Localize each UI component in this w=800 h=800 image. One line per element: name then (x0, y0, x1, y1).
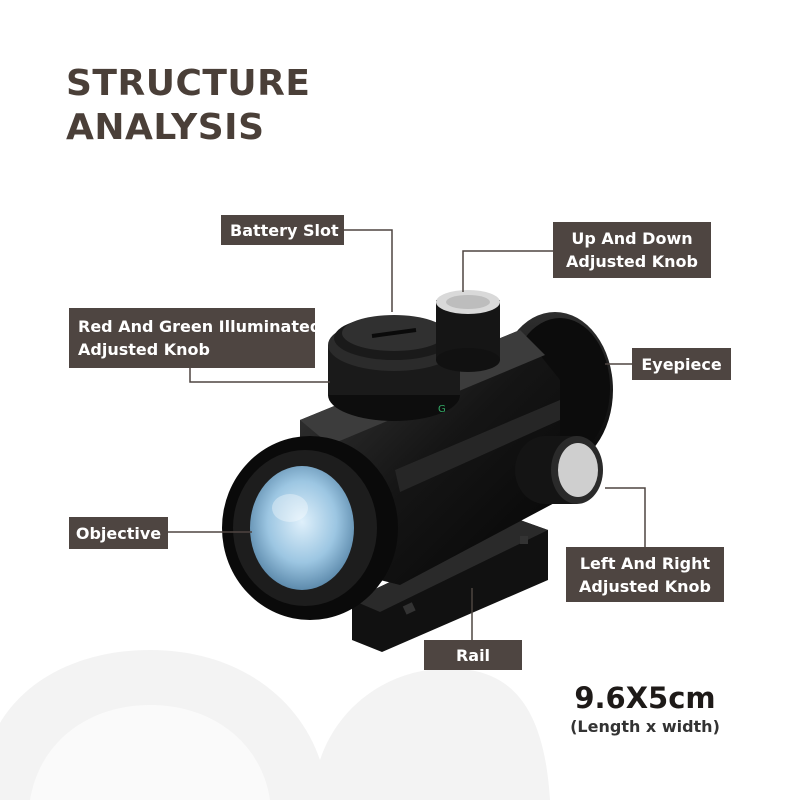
label-left-right-knob: Left And Right Adjusted Knob (566, 547, 724, 602)
label-battery-slot: Battery Slot (221, 215, 344, 245)
objective-tube (222, 436, 398, 620)
dimensions-caption: (Length x width) (570, 717, 720, 736)
windage-knob (515, 436, 603, 504)
leader-battery-slot (344, 229, 393, 312)
label-up-down-knob: Up And Down Adjusted Knob (553, 222, 711, 278)
leader-left-right-knob (605, 487, 646, 548)
dimensions-value: 9.6X5cm (574, 681, 716, 715)
illumination-knob: G (328, 315, 460, 421)
label-rail: Rail (424, 640, 522, 670)
label-illuminated-knob: Red And Green Illuminated Adjusted Knob (69, 308, 321, 368)
leader-illuminated-knob (189, 364, 330, 383)
rail-mount (352, 520, 548, 652)
label-objective: Objective (69, 517, 168, 549)
dimensions-block: 9.6X5cm (Length x width) (560, 680, 730, 738)
svg-text:G: G (438, 404, 446, 415)
leader-up-down-knob (462, 250, 555, 292)
elevation-knob (436, 290, 500, 372)
page-title: STRUCTURE ANALYSIS (66, 62, 310, 150)
title-line-1: STRUCTURE (66, 63, 311, 104)
label-eyepiece: Eyepiece (632, 348, 731, 380)
title-line-2: ANALYSIS (66, 107, 265, 148)
